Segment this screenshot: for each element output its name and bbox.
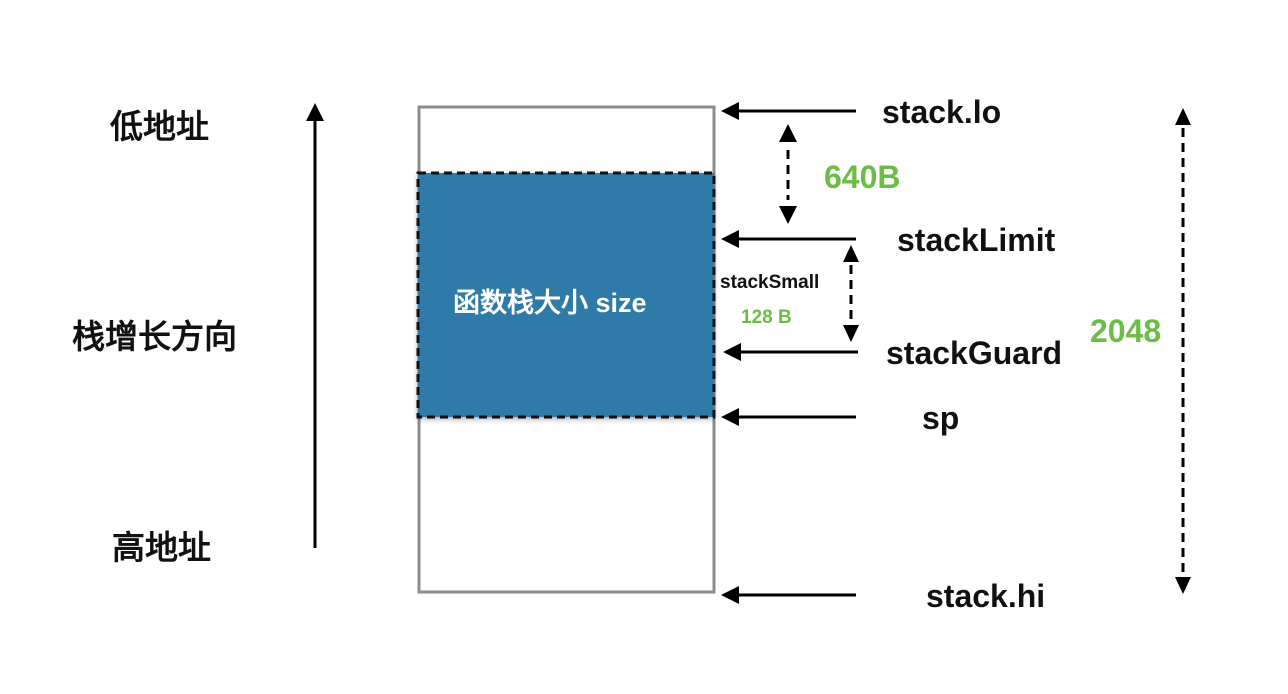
total-stack-size: 2048 [1090, 313, 1162, 349]
stack-small-name: stackSmall [720, 272, 820, 293]
growth-direction-label: 栈增长方向 [72, 317, 237, 356]
sp-label: sp [922, 400, 960, 436]
lo-to-limit-size: 640B [824, 159, 901, 195]
stack-limit-label: stackLimit [897, 222, 1056, 258]
function-frame-border [416, 171, 716, 419]
stack-small-arrowhead-down [843, 325, 859, 342]
lo-to-limit-arrowhead-down [779, 206, 797, 224]
function-frame-label: 函数栈大小 size [453, 288, 647, 318]
stack-small-size: 128 B [741, 307, 792, 328]
stack-small-arrowhead-up [843, 245, 859, 262]
low-address-label: 低地址 [110, 107, 209, 146]
high-address-label: 高地址 [112, 528, 211, 567]
stack-guard-label: stackGuard [886, 335, 1063, 371]
stack-hi-label: stack.hi [926, 578, 1046, 614]
stack-lo-label: stack.lo [882, 94, 1002, 130]
total-size-arrowhead-up [1175, 108, 1191, 125]
total-size-arrowhead-down [1175, 577, 1191, 594]
function-frame [418, 173, 714, 417]
lo-to-limit-arrowhead-up [779, 124, 797, 142]
